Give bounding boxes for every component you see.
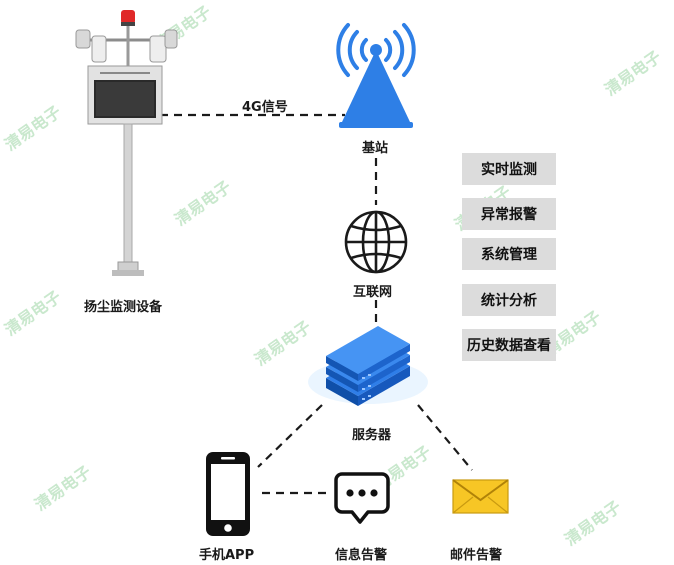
email-alert-label: 邮件告警 xyxy=(450,548,503,563)
pole-device-icon xyxy=(75,10,178,276)
server-icon xyxy=(308,326,428,406)
envelope-icon xyxy=(452,479,509,514)
base-station-label: 基站 xyxy=(362,141,389,156)
signal-label: 4G信号 xyxy=(242,100,288,115)
phone-icon xyxy=(206,452,250,536)
connector-server-email xyxy=(417,404,473,471)
function-box-system: 系统管理 xyxy=(462,238,556,270)
phone-app-label: 手机APP xyxy=(199,548,255,563)
server-label: 服务器 xyxy=(352,428,392,443)
device-label: 扬尘监测设备 xyxy=(84,300,163,315)
signal-tower-icon xyxy=(336,23,416,128)
connector-server-phone xyxy=(257,404,323,468)
globe-icon xyxy=(344,210,408,274)
function-box-history: 历史数据查看 xyxy=(462,329,556,361)
function-box-alarm: 异常报警 xyxy=(462,198,556,230)
chat-bubble-icon xyxy=(334,472,390,524)
internet-label: 互联网 xyxy=(353,285,393,300)
function-box-statistics: 统计分析 xyxy=(462,284,556,316)
function-box-realtime: 实时监测 xyxy=(462,153,556,185)
sms-alert-label: 信息告警 xyxy=(335,548,388,563)
